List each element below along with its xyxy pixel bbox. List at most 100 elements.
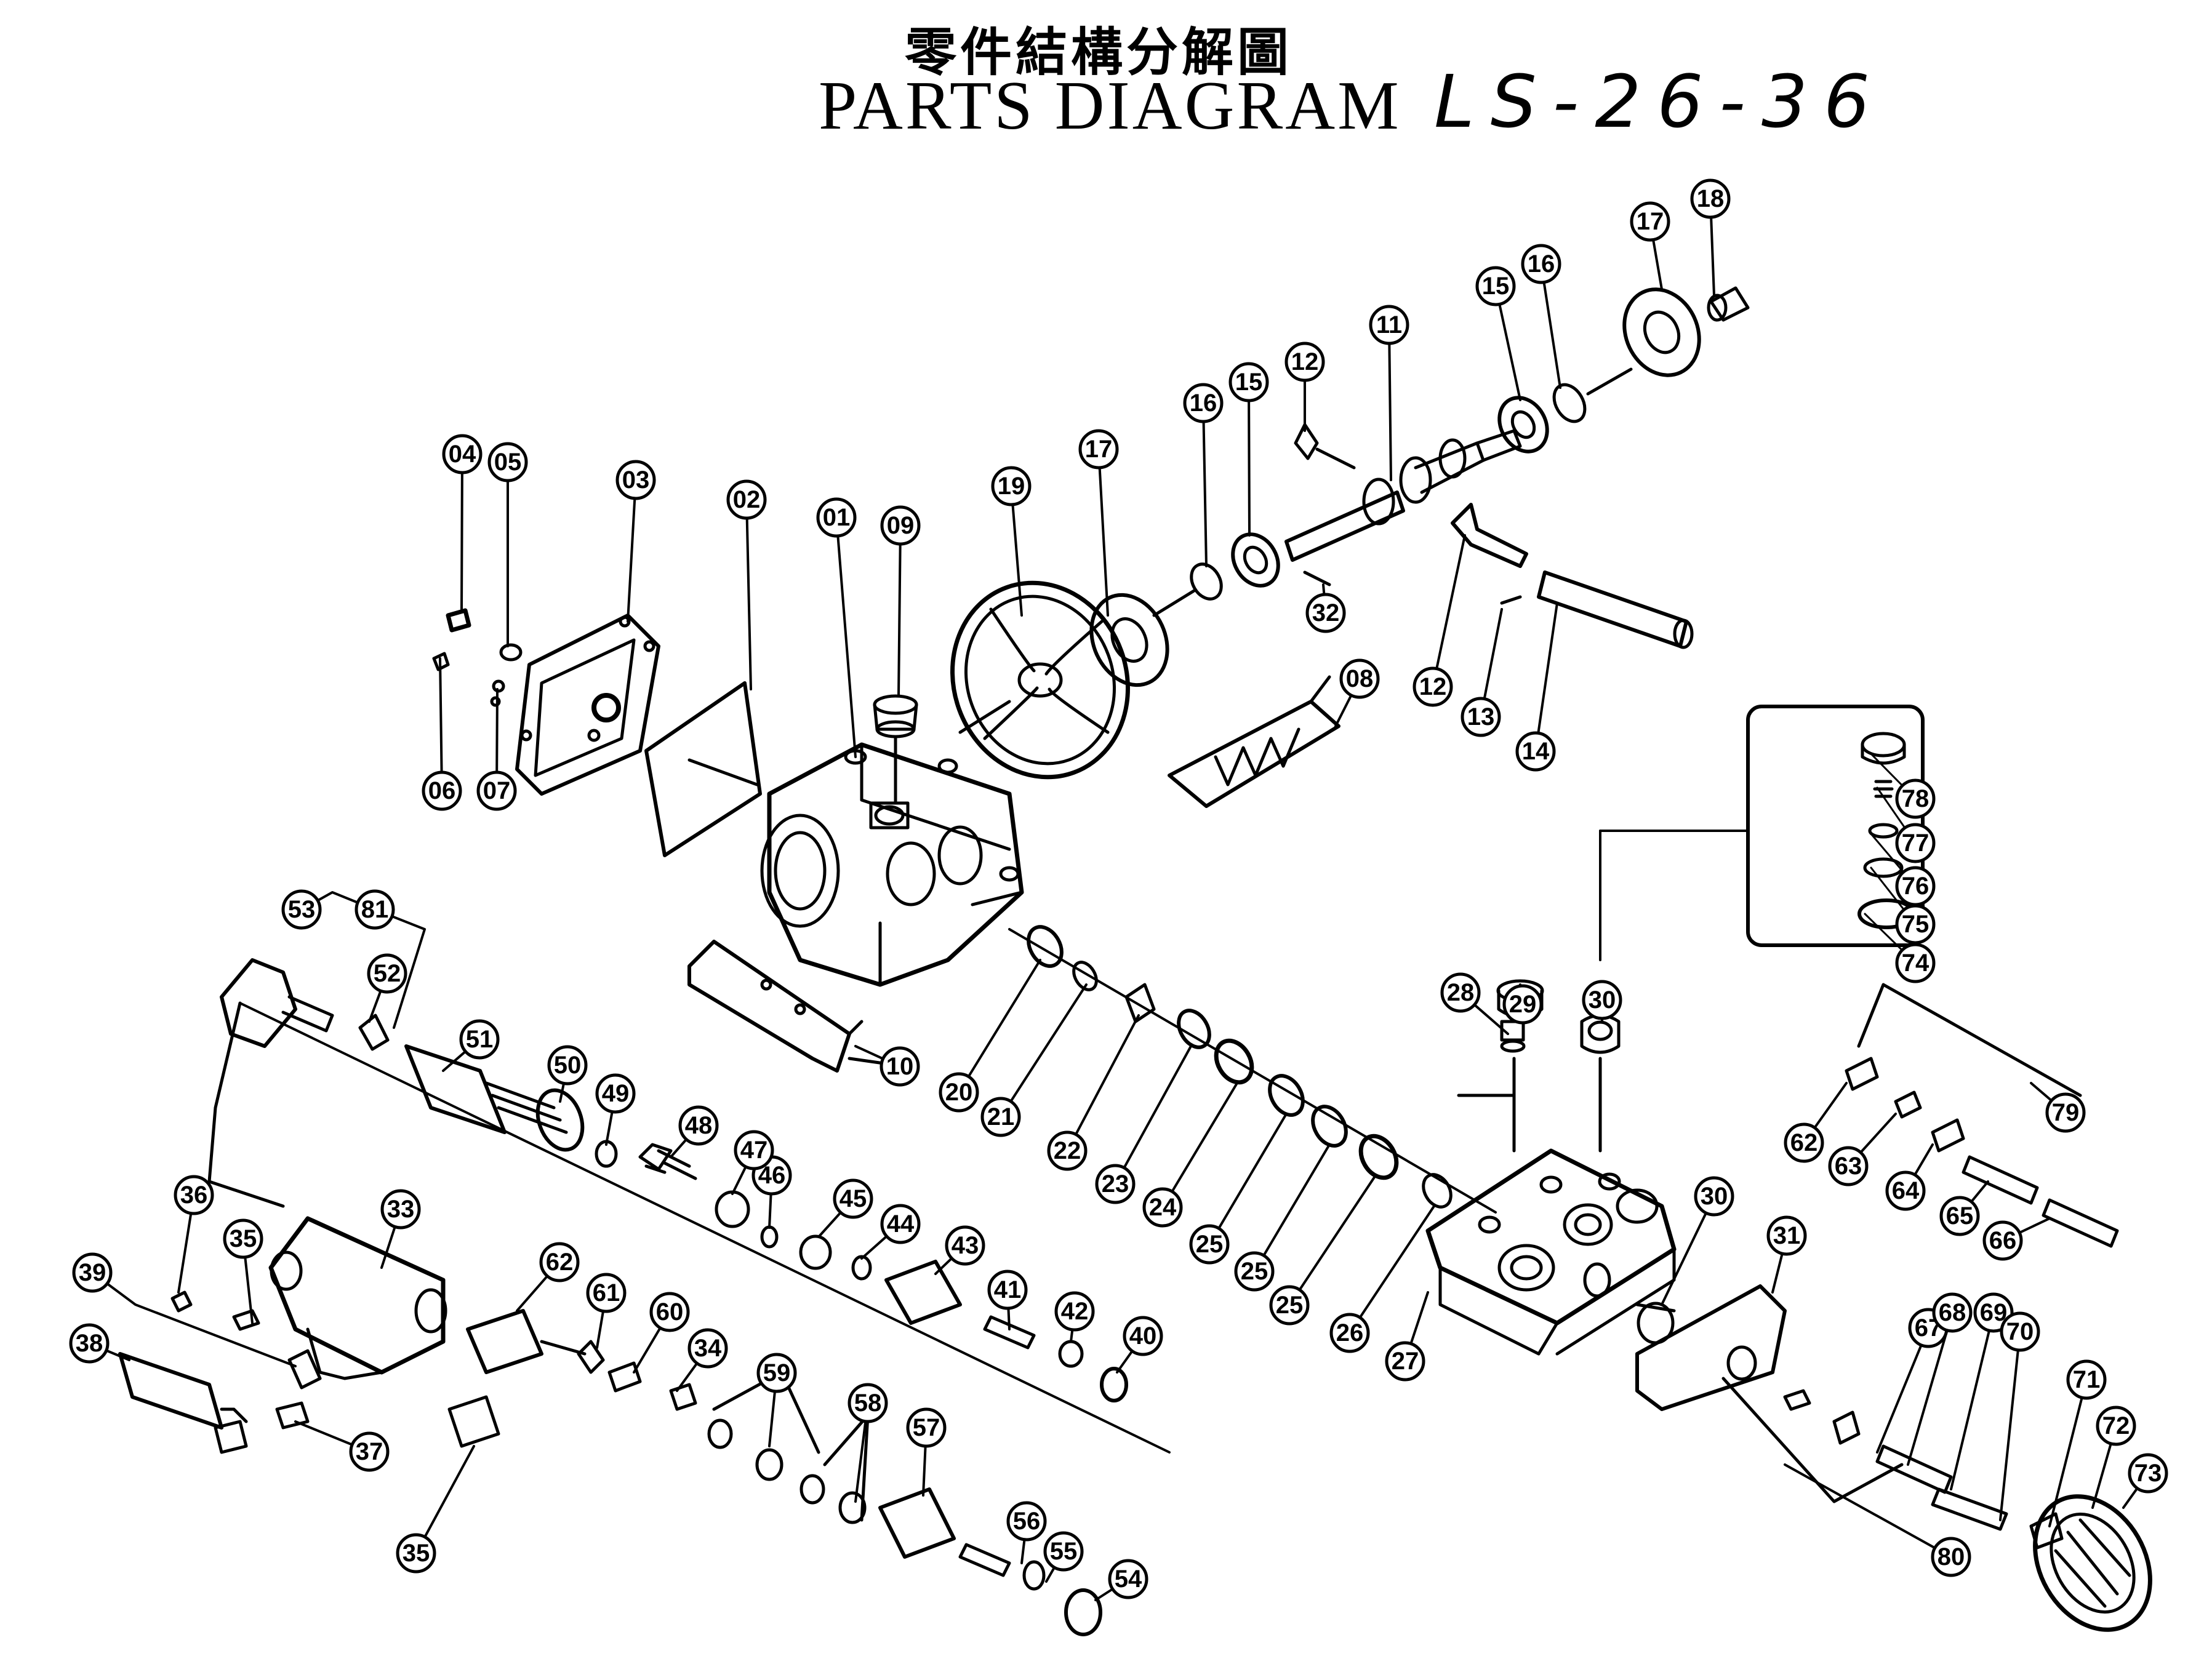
callout-number: 41	[994, 1276, 1022, 1303]
callout-circle	[1895, 823, 1936, 863]
callout-55: 55	[1043, 1531, 1084, 1572]
callout-28: 28	[1440, 972, 1481, 1013]
callout-number: 18	[1697, 185, 1725, 212]
callout-01: 01	[816, 497, 857, 538]
callout-circle	[1694, 1176, 1734, 1217]
callout-71: 71	[2066, 1359, 2107, 1400]
callout-74: 74	[1895, 943, 1936, 983]
bearing-right-part	[1497, 367, 1633, 454]
callout-03: 03	[615, 460, 656, 500]
callout-circle	[1932, 1292, 1973, 1333]
callout-number: 16	[1528, 250, 1555, 278]
callout-number: 73	[2134, 1460, 2162, 1487]
callout-number: 04	[449, 441, 476, 468]
callout-number: 21	[987, 1103, 1015, 1130]
callout-16: 16	[1183, 383, 1224, 423]
callout-circle	[1515, 731, 1556, 772]
callout-53: 53	[281, 889, 322, 930]
callout-number: 79	[2052, 1099, 2080, 1126]
callout-22: 22	[1047, 1130, 1088, 1171]
callout-09: 09	[880, 505, 921, 546]
callout-59: 59	[756, 1353, 797, 1393]
callout-58: 58	[848, 1383, 888, 1423]
callout-circle	[1766, 1215, 1807, 1256]
callout-number: 25	[1241, 1258, 1268, 1285]
callout-12: 12	[1284, 342, 1325, 382]
callout-circle	[880, 1204, 921, 1244]
callout-68: 68	[1932, 1292, 1973, 1333]
callout-circle	[2066, 1359, 2107, 1400]
callout-20: 20	[939, 1072, 979, 1113]
callout-61: 61	[586, 1273, 627, 1313]
callout-number: 16	[1190, 390, 1217, 417]
callout-circle	[1895, 943, 1936, 983]
callout-circle	[1269, 1285, 1310, 1326]
callout-circle	[1369, 305, 1409, 345]
callout-circle	[396, 1533, 436, 1574]
callout-number: 07	[483, 777, 511, 804]
callout-number: 05	[494, 449, 522, 476]
callout-31: 31	[1766, 1215, 1807, 1256]
callout-circle	[1284, 342, 1325, 382]
callout-13: 13	[1461, 697, 1501, 737]
belt-guard-part	[1168, 675, 1340, 808]
callout-number: 59	[763, 1359, 791, 1386]
drain-plug-part	[432, 608, 523, 707]
model-number: LS-26-36	[1434, 59, 1886, 144]
callout-30: 30	[1694, 1176, 1734, 1217]
callout-number: 62	[1790, 1129, 1818, 1156]
callout-circle	[2000, 1311, 2040, 1352]
callout-circle	[1502, 984, 1543, 1025]
callout-circle	[1461, 697, 1501, 737]
callout-circle	[991, 466, 1032, 506]
callout-32: 32	[1305, 593, 1346, 633]
callout-number: 49	[602, 1080, 630, 1107]
callout-number: 20	[945, 1079, 973, 1106]
callout-50: 50	[547, 1045, 588, 1086]
callout-number: 66	[1989, 1227, 2017, 1254]
callout-circle	[1095, 1164, 1136, 1204]
callout-17: 17	[1630, 201, 1670, 242]
callout-number: 17	[1085, 436, 1113, 463]
callout-30: 30	[1582, 980, 1622, 1020]
callout-36: 36	[174, 1175, 214, 1215]
callout-number: 62	[546, 1249, 574, 1276]
callout-number: 53	[288, 896, 316, 923]
callout-circle	[939, 1072, 979, 1113]
callout-circle	[615, 460, 656, 500]
callout-number: 61	[593, 1279, 620, 1306]
callout-number: 22	[1054, 1137, 1081, 1164]
callout-circle	[1385, 1341, 1425, 1382]
unloader-knob-part	[220, 958, 390, 1051]
callout-38: 38	[69, 1323, 110, 1364]
callout-circle	[1521, 244, 1561, 284]
callout-08: 08	[1339, 658, 1380, 699]
callout-circle	[1413, 666, 1453, 707]
seal-stack-part	[1008, 925, 1497, 1214]
callout-circle	[980, 1097, 1021, 1137]
callout-45: 45	[833, 1178, 873, 1219]
callout-circle	[1895, 866, 1936, 906]
callout-number: 57	[913, 1414, 940, 1441]
callout-circle	[586, 1273, 627, 1313]
callout-number: 63	[1835, 1153, 1862, 1180]
callout-number: 10	[886, 1053, 914, 1080]
callout-circle	[1054, 1291, 1095, 1332]
callout-15: 15	[1228, 362, 1269, 402]
callout-circle	[1047, 1130, 1088, 1171]
callout-number: 77	[1902, 830, 1930, 857]
callout-number: 60	[656, 1298, 684, 1326]
callout-number: 44	[887, 1210, 915, 1238]
callout-number: 55	[1050, 1538, 1078, 1565]
callout-circle	[945, 1225, 985, 1266]
callout-number: 08	[1346, 665, 1374, 692]
unloader-body-part	[207, 1001, 1171, 1454]
callout-number: 39	[79, 1259, 106, 1286]
callout-76: 76	[1895, 866, 1936, 906]
callout-25: 25	[1234, 1251, 1275, 1292]
callout-number: 47	[740, 1137, 768, 1164]
callout-57: 57	[906, 1407, 947, 1448]
callout-21: 21	[980, 1097, 1021, 1137]
